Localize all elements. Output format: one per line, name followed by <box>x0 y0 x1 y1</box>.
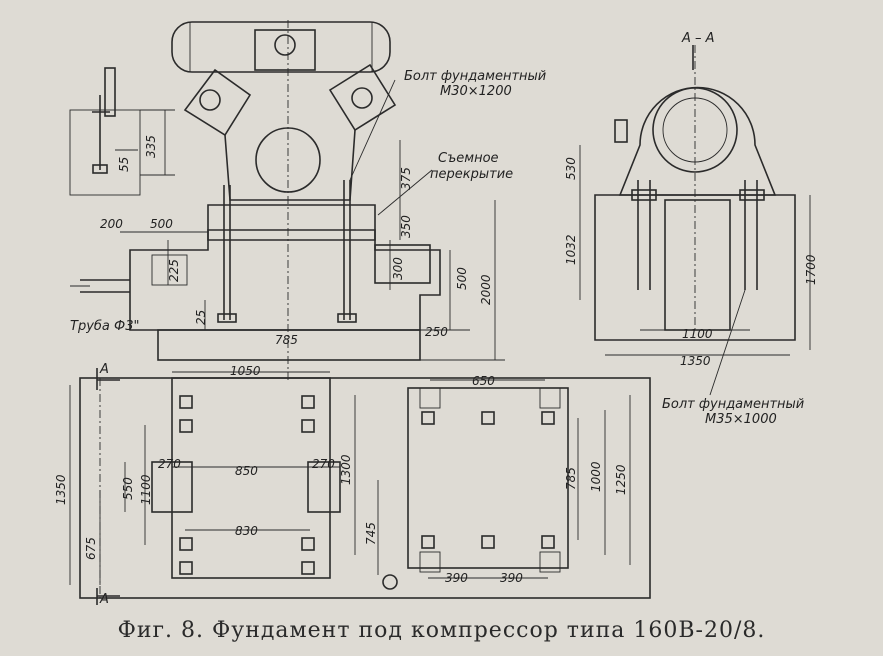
dim-1100-plan: 1100 <box>139 474 153 505</box>
pipe-label: Труба Ф3" <box>70 319 139 334</box>
dim-785-plan: 785 <box>564 467 578 490</box>
bolt-m30-label-1: Болт фундаментный <box>404 69 546 84</box>
dim-850: 850 <box>235 464 258 478</box>
dim-500-right: 500 <box>455 267 469 290</box>
foundation-elevation <box>70 79 505 361</box>
dim-530: 530 <box>564 157 578 180</box>
dim-1000: 1000 <box>589 461 603 492</box>
dim-1050: 1050 <box>230 364 261 378</box>
bolt-m30-label-2: М30×1200 <box>440 84 512 99</box>
dim-25: 25 <box>194 310 208 325</box>
dim-745: 745 <box>364 522 378 545</box>
bolt-holes-left <box>179 395 315 575</box>
dim-675: 675 <box>84 537 98 560</box>
dim-375: 375 <box>399 167 413 190</box>
section-mark-top: А <box>99 362 109 377</box>
dim-250: 250 <box>425 325 448 339</box>
figure-caption: Фиг. 8. Фундамент под компрессор типа 16… <box>117 618 766 643</box>
dim-55: 55 <box>117 157 131 172</box>
compressor-elevation <box>171 20 397 380</box>
dim-1250: 1250 <box>614 464 628 495</box>
dim-830: 830 <box>235 524 258 538</box>
bolt-m35-label-2: М35×1000 <box>705 412 777 427</box>
dim-1032: 1032 <box>564 234 578 265</box>
dim-1100-section: 1100 <box>682 327 713 341</box>
dim-225: 225 <box>167 259 181 282</box>
dim-270-right: 270 <box>312 457 335 471</box>
dim-270-left: 270 <box>158 457 181 471</box>
dim-390-right: 390 <box>500 571 523 585</box>
bolt-anchor-detail <box>69 67 175 196</box>
plan-view <box>69 368 651 605</box>
dim-1700: 1700 <box>804 254 818 285</box>
section-mark-bottom: А <box>99 592 109 607</box>
dim-785-elevation: 785 <box>275 333 298 347</box>
dim-335: 335 <box>144 135 158 158</box>
dim-1350-section: 1350 <box>680 354 711 368</box>
removable-cover-label-1: Съемное <box>438 151 499 166</box>
dim-550: 550 <box>121 477 135 500</box>
dim-300: 300 <box>391 257 405 280</box>
dim-2000: 2000 <box>479 274 493 305</box>
dim-200: 200 <box>100 217 123 231</box>
bolt-holes-right <box>421 411 555 549</box>
dim-1350-plan: 1350 <box>54 474 68 505</box>
dim-390-left: 390 <box>445 571 468 585</box>
dim-650: 650 <box>472 374 495 388</box>
removable-cover-label-2: перекрытие <box>430 167 513 182</box>
section-a-a <box>579 45 811 396</box>
dim-1300: 1300 <box>339 454 353 485</box>
section-title: А – А <box>681 31 715 46</box>
dim-500-left: 500 <box>150 217 173 231</box>
dim-350: 350 <box>399 215 413 238</box>
bolt-m35-label-1: Болт фундаментный <box>662 397 804 412</box>
